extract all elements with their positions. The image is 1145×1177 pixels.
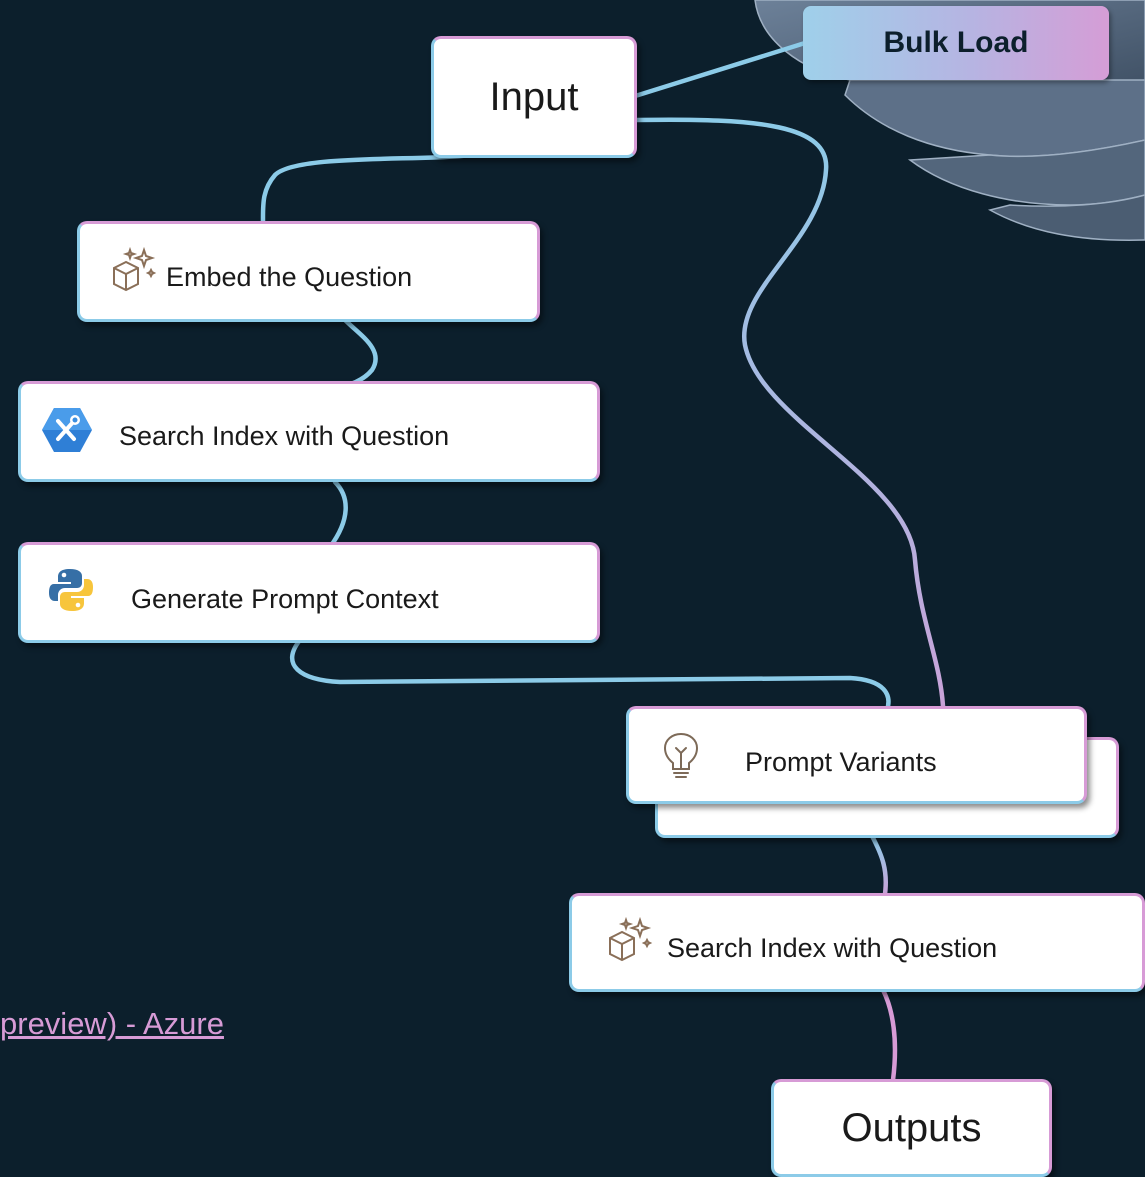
- input-label: Input: [489, 74, 579, 119]
- generate-prompt-context-label: Generate Prompt Context: [131, 584, 439, 614]
- search-index-2-label: Search Index with Question: [667, 933, 998, 963]
- connector-input-to-prompt-variants: [633, 117, 946, 709]
- bulk-load-label: Bulk Load: [883, 26, 1029, 59]
- cube-sparkle-icon: [609, 916, 653, 962]
- python-icon: [49, 569, 93, 611]
- connector-embed-to-search: [342, 317, 378, 388]
- search-index-node[interactable]: Search Index with Question: [18, 381, 600, 482]
- bulk-load-button[interactable]: Bulk Load: [803, 6, 1109, 80]
- prompt-variants-node[interactable]: Prompt Variants: [626, 706, 1087, 804]
- connector-search-2-to-outputs: [880, 987, 898, 1083]
- cube-sparkle-icon: [113, 246, 157, 292]
- docs-link[interactable]: preview) - Azure: [0, 1006, 224, 1041]
- lightbulb-icon: [663, 732, 699, 778]
- search-index-2-node[interactable]: Search Index with Question: [569, 893, 1145, 992]
- outputs-node[interactable]: Outputs: [771, 1079, 1052, 1177]
- connector-search-to-generate: [327, 479, 348, 550]
- connector-bulk-load-to-input: [629, 40, 808, 100]
- connector-input-to-embed: [260, 147, 493, 225]
- wrench-hexagon-icon: [42, 408, 92, 452]
- embed-question-label: Embed the Question: [166, 262, 413, 292]
- search-index-label: Search Index with Question: [119, 421, 450, 451]
- input-node[interactable]: Input: [431, 36, 637, 158]
- outputs-label: Outputs: [841, 1105, 982, 1150]
- prompt-variants-label: Prompt Variants: [745, 747, 937, 777]
- connector-prompt-to-search-2: [869, 833, 888, 897]
- embed-question-node[interactable]: Embed the Question: [77, 221, 540, 322]
- connector-generate-to-prompt-variants: [290, 637, 891, 713]
- generate-prompt-context-node[interactable]: Generate Prompt Context: [18, 542, 600, 643]
